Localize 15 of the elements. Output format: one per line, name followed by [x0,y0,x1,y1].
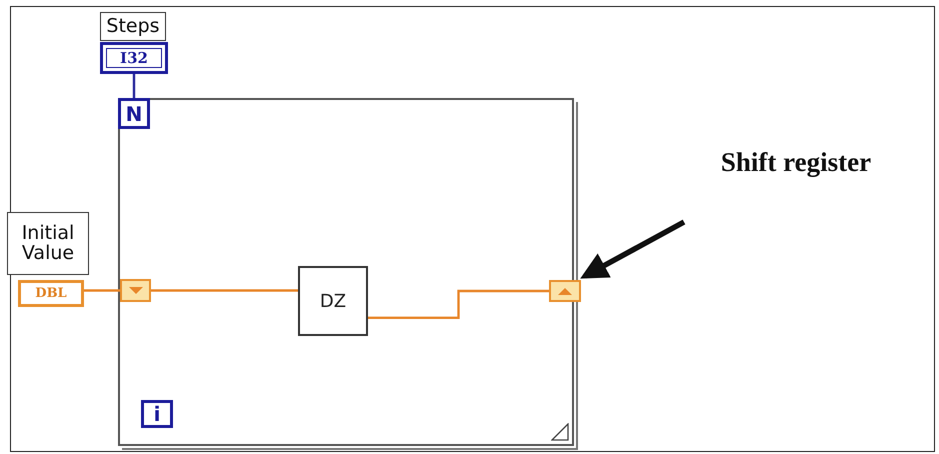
wire [84,289,120,292]
callout-text: Shift register [672,142,920,182]
wire [151,289,298,292]
terminal-label: DBL [18,280,84,307]
function-block: DZ [298,266,368,336]
shift-register-terminal [549,280,581,302]
name-label: Initial Value [7,212,89,275]
terminal-label: I32 [100,42,168,74]
shift-register-terminal [120,279,151,302]
name-label: Steps [100,12,166,41]
loop-terminal: i [141,400,173,428]
wire [132,74,136,98]
arrow [580,220,686,279]
loop-terminal: N [118,98,150,129]
wire [368,290,549,319]
